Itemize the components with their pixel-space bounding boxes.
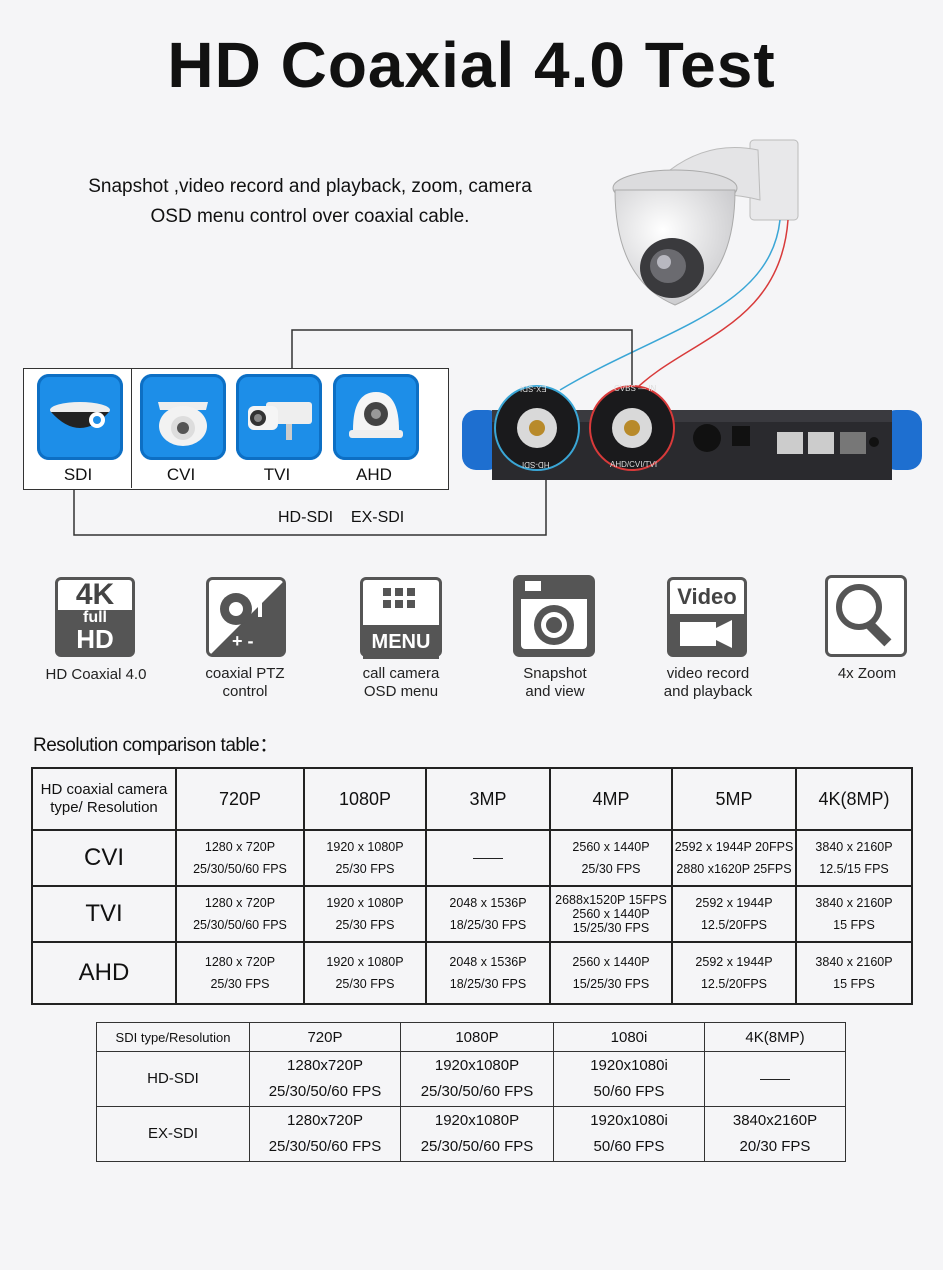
badge-full: full: [83, 609, 107, 626]
row-header-hd-sdi: HD-SDI: [96, 1051, 250, 1107]
cvi-camera-icon: [140, 374, 226, 460]
row-header-tvi: TVI: [31, 885, 177, 943]
port-label-ex-sdi: EX-SDI: [520, 384, 547, 393]
video-badge: Video: [677, 584, 737, 609]
subtitle: Snapshot ,video record and playback, zoo…: [40, 172, 580, 232]
resolution-table-title: Resolution comparison table：: [33, 735, 278, 756]
camera-type-label-sdi: SDI: [63, 465, 93, 484]
table-header-row: SDI type/Resolution 720P 1080P 1080i 4K(…: [96, 1022, 846, 1052]
page-title: HD Coaxial 4.0 Test: [167, 29, 776, 101]
menu-icon: MENU: [360, 577, 442, 659]
col-header-1080p: 1080P: [303, 767, 427, 831]
zoom-icon: [825, 575, 907, 657]
col-header-4mp: 4MP: [549, 767, 673, 831]
row-header-ahd: AHD: [31, 941, 177, 1005]
feature-label-zoom: 4x Zoom: [837, 665, 897, 682]
menu-badge: MENU: [363, 625, 439, 659]
col-header-1080p: 1080P: [400, 1022, 554, 1052]
dash-mark: [473, 858, 503, 860]
col-header-720p: 720P: [175, 767, 305, 831]
ptz-control-icon: + -: [206, 577, 286, 657]
col-header-720p: 720P: [249, 1022, 401, 1052]
camera-type-divider: [131, 368, 132, 488]
subtitle-line-2: OSD menu control over coaxial cable.: [150, 206, 470, 227]
svg-text:+ -: + -: [232, 631, 254, 651]
badge-4k: 4K: [75, 578, 115, 611]
feature-label-hd-coaxial: HD Coaxial 4.0: [45, 666, 147, 683]
table-cell-empty: [425, 829, 551, 887]
coax-cables: [559, 220, 789, 396]
row-header-ex-sdi: EX-SDI: [96, 1106, 250, 1162]
camera-type-label-tvi: TVI: [263, 465, 291, 484]
badge-hd: HD: [76, 624, 114, 654]
col-header-4k: 4K(8MP): [795, 767, 913, 831]
col-header-1080i: 1080i: [553, 1022, 705, 1052]
port-label-cvbs-in: CVBS — IN: [614, 384, 657, 393]
ptz-camera-image: [612, 139, 799, 306]
sdi-resolution-table: SDI type/Resolution 720P 1080P 1080i 4K(…: [96, 1022, 846, 1162]
tester-device: HD-SDI EX-SDI CVBS — IN AHD/CVI/TVI: [462, 380, 922, 488]
sdi-camera-icon: [37, 374, 123, 460]
table-cell-empty: [704, 1051, 846, 1107]
sdi-caption: HD-SDI EX-SDI: [278, 509, 405, 526]
subtitle-line-1: Snapshot ,video record and playback, zoo…: [88, 176, 532, 197]
tvi-camera-icon: [236, 374, 322, 460]
col-header-5mp: 5MP: [671, 767, 797, 831]
col-header-4k: 4K(8MP): [704, 1022, 846, 1052]
port-label-hd-sdi: HD-SDI: [522, 460, 550, 469]
camera-snapshot-icon: [513, 575, 595, 657]
port-label-ahd-cvi-tvi: AHD/CVI/TVI: [610, 460, 658, 469]
connector-lines: [73, 329, 633, 536]
feature-4k-fullhd-icon: 4K full HD: [55, 577, 135, 657]
col-header-3mp: 3MP: [425, 767, 551, 831]
row-header-cvi: CVI: [31, 829, 177, 887]
dash-mark: [760, 1078, 790, 1080]
ahd-camera-icon: [333, 374, 419, 460]
table-corner-cell: SDI type/Resolution: [96, 1022, 250, 1052]
camera-type-label-ahd: AHD: [356, 465, 392, 484]
video-record-icon: Video: [667, 577, 747, 657]
camera-type-label-cvi: CVI: [166, 465, 196, 484]
